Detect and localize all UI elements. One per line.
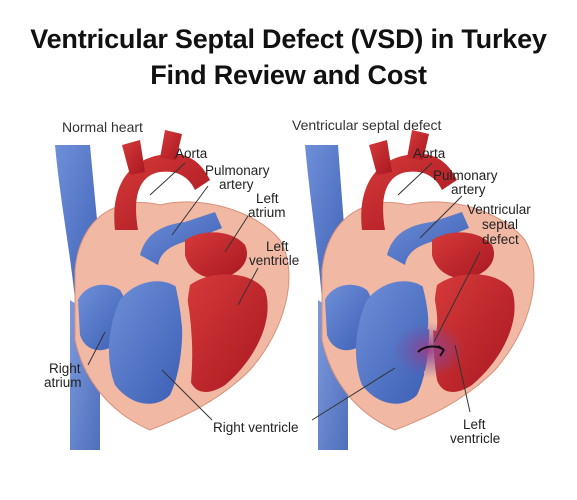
vsd-label-aorta: Aorta xyxy=(413,146,446,161)
normal-heart-caption: Normal heart xyxy=(62,119,143,135)
label-right-atrium-line2: atrium xyxy=(44,375,82,390)
label-pulmonary-artery-line1: Pulmonary xyxy=(205,163,270,178)
left-ventricle-shape xyxy=(186,274,268,392)
septal-defect-mixing-shape xyxy=(392,322,464,378)
vsd-heart-illustration xyxy=(305,130,535,450)
vsd-label-defect-line2: septal xyxy=(482,217,518,232)
vsd-label-left-ventricle-line1: Left xyxy=(463,417,486,432)
vsd-label-defect-line1: Ventricular xyxy=(467,202,531,217)
vsd-heart-caption: Ventricular septal defect xyxy=(292,117,442,133)
vsd-label-pulmonary-artery-line1: Pulmonary xyxy=(433,168,498,183)
label-left-ventricle-line2: ventricle xyxy=(249,253,299,268)
label-right-atrium-line1: Right xyxy=(49,361,81,376)
page-subtitle: Find Review and Cost xyxy=(150,60,427,90)
label-left-ventricle-line1: Left xyxy=(266,239,289,254)
vsd-label-pulmonary-artery-line2: artery xyxy=(451,182,486,197)
label-right-ventricle: Right ventricle xyxy=(213,420,299,435)
right-ventricle-shape xyxy=(108,281,183,404)
label-aorta: Aorta xyxy=(175,146,208,161)
vsd-label-left-ventricle-line2: ventricle xyxy=(450,431,500,446)
vsd-label-defect-line3: defect xyxy=(482,232,519,247)
label-left-atrium-line1: Left xyxy=(256,191,279,206)
vsd-left-atrium-shape xyxy=(432,232,495,279)
page-title: Ventricular Septal Defect (VSD) in Turke… xyxy=(30,24,547,54)
pulmonary-artery-shape xyxy=(140,212,222,265)
vsd-pulmonary-artery-shape xyxy=(387,212,469,265)
label-left-atrium-line2: atrium xyxy=(248,205,286,220)
left-atrium-shape xyxy=(185,232,248,279)
normal-heart-illustration xyxy=(55,130,290,450)
label-pulmonary-artery-line2: artery xyxy=(219,177,254,192)
